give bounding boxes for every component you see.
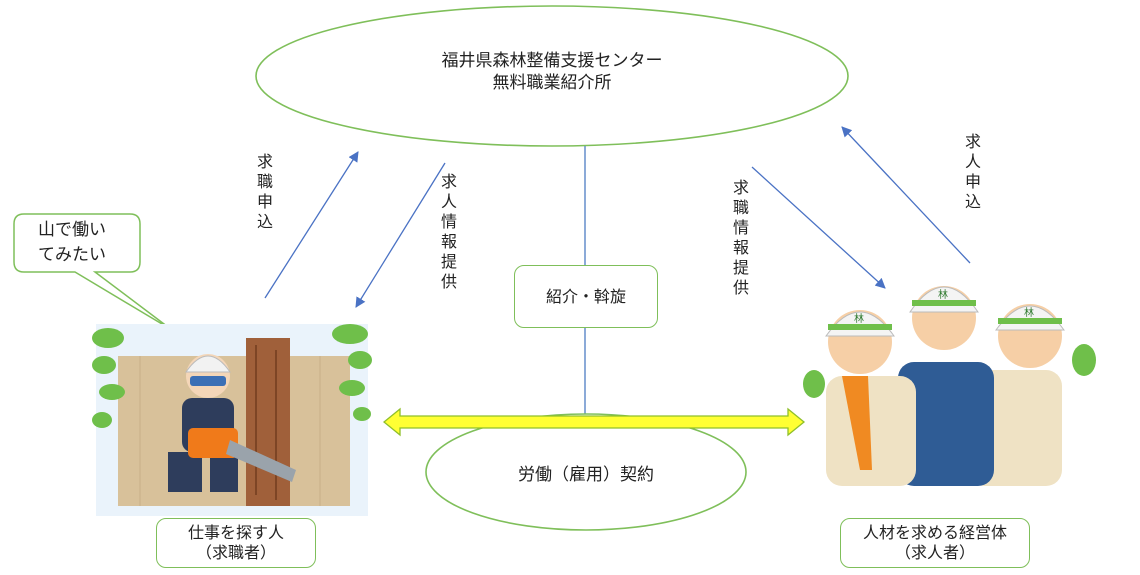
contract-ellipse — [425, 413, 747, 531]
label-job-info-provided: 求人情報提供 — [440, 172, 457, 291]
center-org-name: 福井県森林整備支援センター — [441, 51, 663, 71]
job-seeker-illustration — [92, 324, 372, 516]
chainsaw-icon — [188, 428, 238, 458]
arrow-center-to-employer — [751, 166, 886, 289]
center-org-ellipse — [255, 5, 849, 147]
employer-illustration: 林 林 林 — [803, 286, 1096, 486]
label-job-offer-application: 求人申込 — [964, 132, 981, 211]
center-org-label: 福井県森林整備支援センター 無料職業紹介所 — [352, 50, 752, 94]
employer-subtitle: （求人者） — [894, 543, 975, 562]
center-org-subname: 無料職業紹介所 — [492, 73, 612, 93]
employer-title: 人材を求める経営体 — [862, 523, 1007, 542]
svg-text:林: 林 — [1024, 306, 1034, 319]
arrow-center-to-seeker — [355, 162, 446, 308]
speech-bubble — [13, 213, 173, 331]
label-job-application: 求職申込 — [256, 152, 273, 231]
job-seeker-caption: 仕事を探す人 （求職者） — [156, 518, 316, 568]
leaves-right-icon — [332, 324, 372, 421]
job-seeker-title: 仕事を探す人 — [187, 523, 284, 542]
arrow-seeker-to-center — [264, 151, 359, 299]
arrow-employer-to-center — [841, 126, 971, 264]
job-seeker-subtitle: （求職者） — [195, 543, 276, 562]
svg-text:林: 林 — [854, 312, 864, 325]
introduction-label: 紹介・斡旋 — [545, 287, 626, 306]
employer-caption: 人材を求める経営体 （求人者） — [840, 518, 1030, 568]
contract-label: 労働（雇用）契約 — [518, 465, 654, 485]
leaves-left-icon — [92, 328, 125, 428]
contract-double-arrow — [382, 407, 806, 437]
label-seeker-info-provided: 求職情報提供 — [732, 178, 749, 297]
svg-text:林: 林 — [938, 288, 948, 301]
speech-bubble-line1: 山で働い — [38, 220, 106, 240]
speech-bubble-line2: てみたい — [38, 245, 106, 265]
tree-trunk-icon — [246, 338, 290, 506]
introduction-box: 紹介・斡旋 — [514, 265, 658, 328]
speech-bubble-text: 山で働い てみたい — [38, 218, 106, 268]
